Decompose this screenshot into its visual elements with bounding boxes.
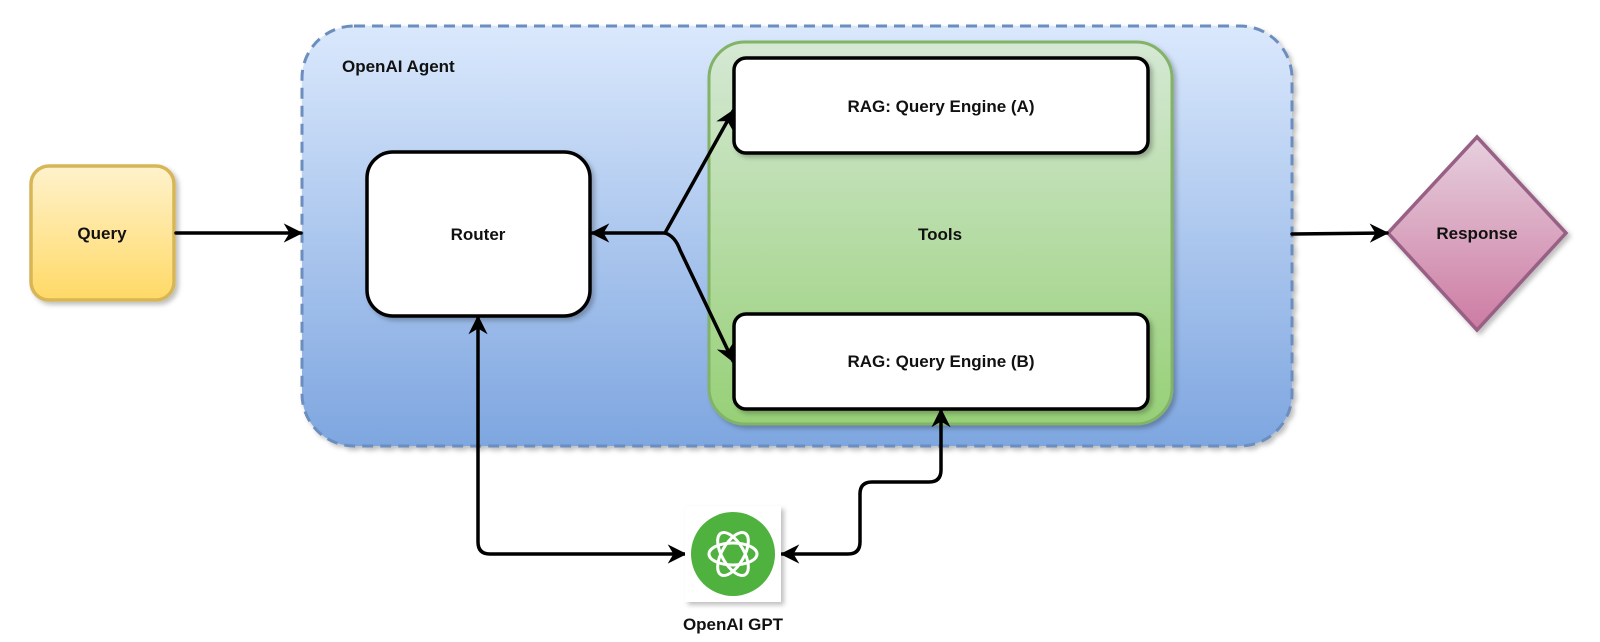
router-label: Router bbox=[451, 225, 506, 244]
agent-label: OpenAI Agent bbox=[342, 57, 455, 76]
openai-gpt-node: OpenAI GPT bbox=[683, 506, 784, 634]
query-box bbox=[29, 164, 176, 302]
engine-b-label: RAG: Query Engine (B) bbox=[847, 352, 1034, 371]
openai-gpt-label: OpenAI GPT bbox=[683, 615, 784, 634]
query-label: Query bbox=[77, 224, 127, 243]
openai-logo-icon bbox=[707, 531, 759, 577]
engine-b-gpt-connector bbox=[780, 408, 951, 564]
router-to-engine-a-arrow bbox=[663, 109, 735, 235]
engine-a-label: RAG: Query Engine (A) bbox=[847, 97, 1034, 116]
agent-to-response-arrow bbox=[1290, 223, 1389, 243]
router-to-engine-b-arrow bbox=[663, 231, 735, 363]
response-label: Response bbox=[1436, 224, 1517, 243]
engine-a-box bbox=[732, 56, 1150, 155]
tools-label: Tools bbox=[918, 225, 962, 244]
response-diamond bbox=[1385, 134, 1569, 333]
router-gpt-connector bbox=[468, 315, 687, 564]
